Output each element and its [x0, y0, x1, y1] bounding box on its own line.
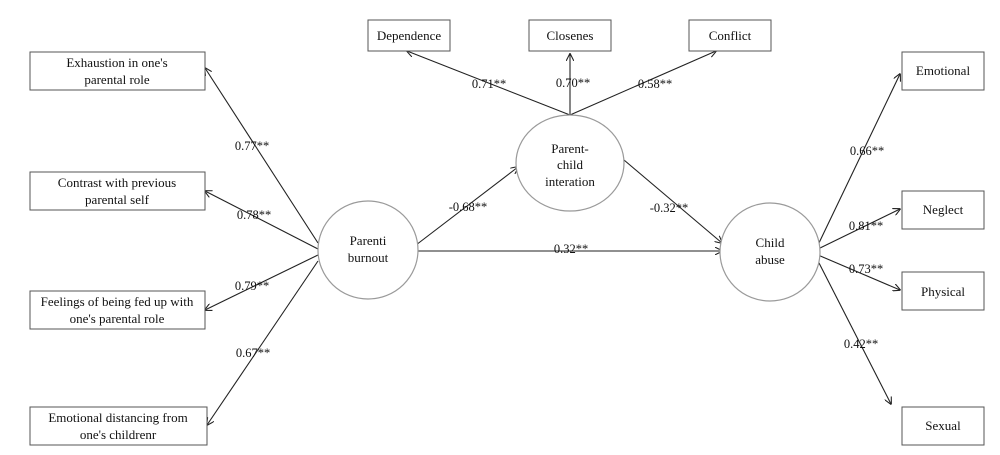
coef-burnout-abuse: 0.32**	[554, 242, 588, 256]
coef-closenes: 0.70**	[556, 76, 590, 90]
coef-neglect: 0.81**	[849, 219, 883, 233]
arrow-burnout-exhaustion	[205, 68, 319, 244]
arrow-burnout-distancing	[207, 260, 319, 425]
arrow-abuse-physical	[817, 254, 900, 290]
indicator-label: Emotional	[916, 63, 971, 78]
arrow-interaction-conflict	[569, 51, 716, 116]
indicator-label: Conflict	[709, 28, 752, 43]
indicator-label: Exhaustion in one's	[66, 55, 167, 70]
latent-label: Parenti	[350, 233, 387, 248]
coef-physical: 0.73**	[849, 262, 883, 276]
arrow-abuse-neglect	[817, 209, 900, 250]
indicator-box-closenes: Closenes	[528, 19, 612, 52]
arrow-abuse-sexual	[817, 260, 891, 404]
indicator-box-contrast: Contrast with previous parental self	[29, 171, 206, 211]
indicator-label: Closenes	[547, 28, 594, 43]
indicator-label: Dependence	[377, 28, 441, 43]
coef-exhaustion: 0.77**	[235, 139, 269, 153]
latent-label: abuse	[755, 252, 785, 267]
coef-contrast: 0.78**	[237, 208, 271, 222]
latent-label: Parent-	[551, 141, 589, 156]
indicator-label: one's childrenr	[80, 427, 157, 442]
indicator-box-distancing: Emotional distancing from one's children…	[29, 406, 208, 446]
indicator-box-sexual: Sexual	[901, 406, 985, 446]
arrow-interaction-abuse	[623, 159, 722, 243]
latent-label: Child	[756, 235, 785, 250]
indicator-box-emotional: Emotional	[901, 51, 985, 91]
arrow-interaction-dependence	[407, 51, 571, 116]
arrow-abuse-emotional	[817, 74, 900, 246]
indicator-label: Neglect	[923, 202, 964, 217]
indicator-label: Emotional distancing from	[48, 410, 187, 425]
indicator-label: Physical	[921, 284, 965, 299]
indicator-box-exhaustion: Exhaustion in one's parental role	[29, 51, 206, 91]
latent-parent-child-interaction: Parent- child interation	[515, 114, 625, 212]
indicator-label: one's parental role	[70, 311, 165, 326]
latent-child-abuse: Child abuse	[719, 202, 821, 302]
indicator-label: Sexual	[925, 418, 961, 433]
latent-label: burnout	[348, 250, 389, 265]
coef-conflict: 0.58**	[638, 77, 672, 91]
latent-label: interation	[545, 174, 595, 189]
coef-emotional: 0.66**	[850, 144, 884, 158]
indicator-box-neglect: Neglect	[901, 190, 985, 230]
coef-dependence: 0.71**	[472, 77, 506, 91]
arrow-burnout-fedup	[205, 254, 319, 310]
latent-parenti-burnout: Parenti burnout	[317, 200, 419, 300]
coef-interaction-abuse: -0.32**	[650, 201, 689, 215]
latent-label: child	[557, 157, 583, 172]
indicator-label: Contrast with previous	[58, 175, 176, 190]
arrow-burnout-interaction	[415, 167, 518, 246]
arrow-burnout-contrast	[205, 191, 319, 250]
indicator-box-conflict: Conflict	[688, 19, 772, 52]
indicator-box-physical: Physical	[901, 271, 985, 311]
indicator-label: Feelings of being fed up with	[41, 294, 194, 309]
indicator-label: parental self	[85, 192, 150, 207]
coef-fedup: 0.79**	[235, 279, 269, 293]
indicator-label: parental role	[84, 72, 150, 87]
coef-sexual: 0.42**	[844, 337, 878, 351]
coef-distancing: 0.67**	[236, 346, 270, 360]
indicator-box-fedup: Feelings of being fed up with one's pare…	[29, 290, 206, 330]
coef-burnout-interaction: -0.68**	[449, 200, 488, 214]
indicator-box-dependence: Dependence	[367, 19, 451, 52]
